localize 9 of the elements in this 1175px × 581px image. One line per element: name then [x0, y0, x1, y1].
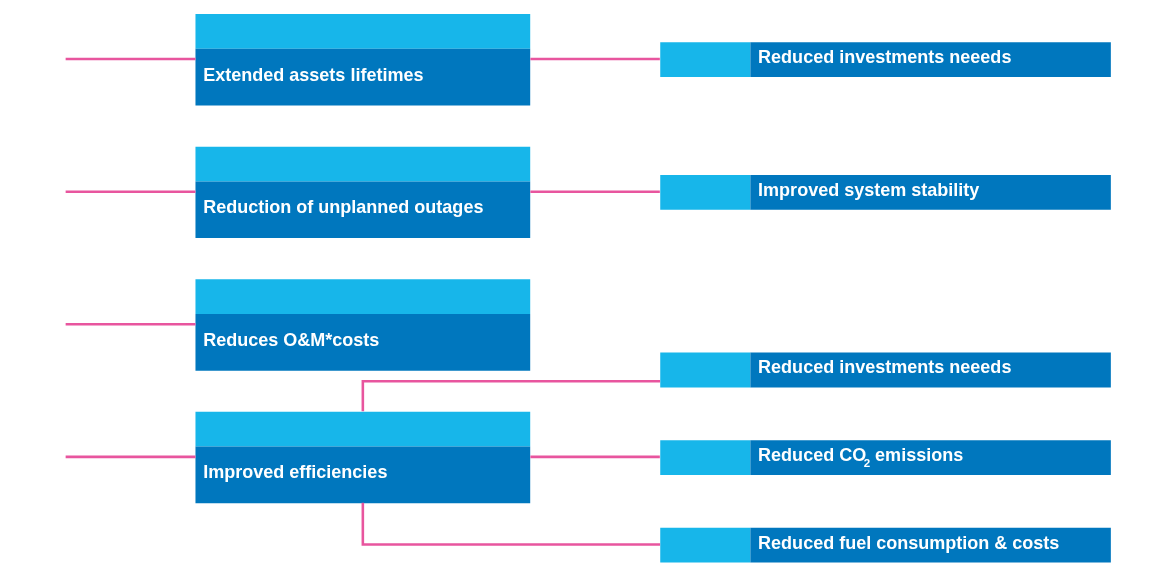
connector [361, 502, 661, 546]
connector [65, 323, 196, 326]
connector [530, 455, 660, 459]
connector [65, 190, 196, 193]
connector [530, 57, 660, 61]
connector [530, 190, 660, 193]
connector [361, 380, 661, 412]
connector [65, 455, 196, 459]
connector [65, 57, 196, 61]
